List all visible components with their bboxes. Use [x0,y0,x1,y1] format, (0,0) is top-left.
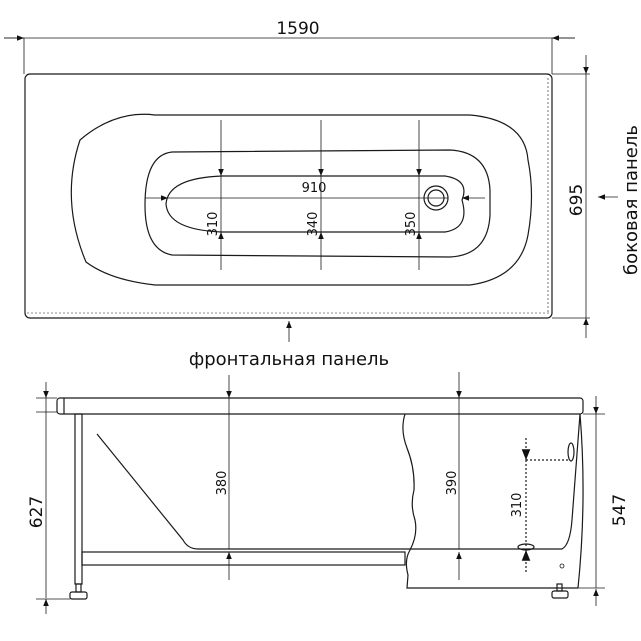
top-view: 1590 910 310 340 350 [4,19,641,370]
tub-wall [96,433,405,550]
depth-right-label: 390 [445,471,460,496]
side-panel-label: боковая панель [621,125,641,275]
length-label: 1590 [276,19,319,39]
inner-length-label: 910 [302,181,327,196]
depth-mark-2: 340 [306,120,324,270]
overflow-icon [567,442,575,462]
tub-rim-outline [24,73,553,319]
basin-outer-contour [70,113,533,286]
total-height-label: 627 [27,496,47,528]
svg-text:350: 350 [404,212,419,237]
tub-rim [56,397,584,415]
foot-left [69,591,88,600]
basin-inner-contour [144,149,491,258]
svg-text:340: 340 [306,212,321,237]
leg-left [74,413,83,585]
tub-height-label: 547 [610,494,630,526]
tub-end-wall [405,413,581,550]
crossbar [81,551,406,566]
depth-mark-1: 310 [206,120,224,270]
cutaway-line [402,413,578,589]
overflow-height-label: 310 [510,493,525,518]
side-view: 310 380 390 627 547 [27,372,630,614]
svg-text:310: 310 [206,212,221,237]
depth-mark-3: 350 [404,120,422,270]
width-label: 695 [567,184,587,216]
foot-right [551,590,569,599]
depth-left-label: 380 [215,471,230,496]
front-panel-label: фронтальная панель [189,349,389,370]
